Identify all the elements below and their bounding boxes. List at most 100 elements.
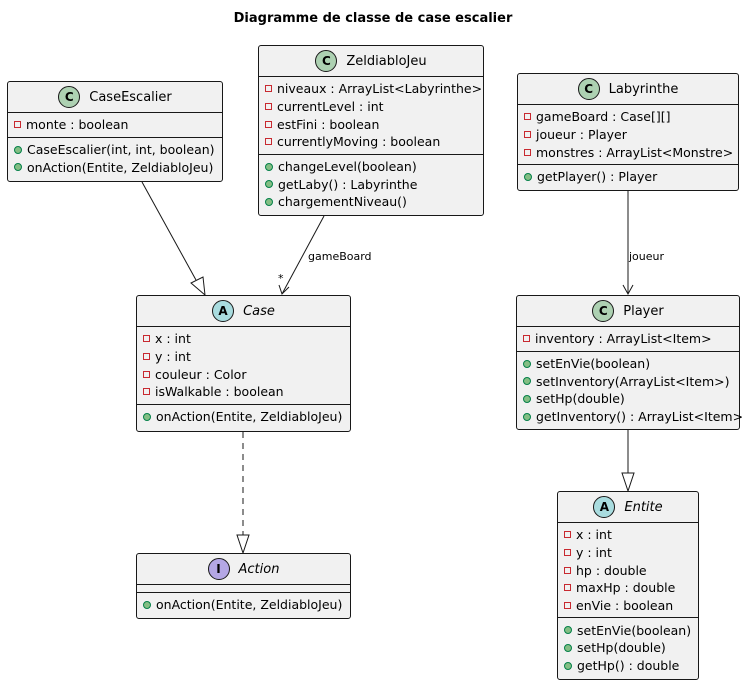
method-row: chargementNiveau() — [259, 193, 483, 211]
private-visibility-icon — [524, 148, 531, 156]
class-name: Case — [243, 303, 275, 319]
class-header: C Labyrinthe — [518, 74, 738, 105]
edge-zeldiablojeu-case — [278, 215, 325, 295]
inheritance-arrowhead — [190, 276, 206, 297]
methods-section: getPlayer() : Player — [518, 164, 738, 189]
method-row-text: setInventory(ArrayList<Item>) — [536, 373, 730, 389]
edge-caseescalier-case — [141, 181, 206, 297]
private-visibility-icon — [265, 120, 272, 128]
attribute-row: y : int — [137, 348, 350, 366]
inheritance-arrowhead — [621, 472, 635, 493]
public-visibility-icon — [523, 359, 531, 368]
method-row: setInventory(ArrayList<Item>) — [517, 372, 739, 390]
private-visibility-icon — [143, 370, 150, 378]
method-row: CaseEscalier(int, int, boolean) — [8, 141, 222, 159]
method-row: setHp(double) — [517, 390, 739, 408]
method-row: setEnVie(boolean) — [558, 621, 698, 639]
edge-player-entite — [621, 430, 635, 493]
attribute-row-text: enVie : boolean — [576, 598, 674, 614]
method-row-text: setHp(double) — [577, 640, 666, 656]
attribute-row: inventory : ArrayList<Item> — [517, 330, 739, 348]
attribute-row: couleur : Color — [137, 365, 350, 383]
public-visibility-icon — [265, 180, 273, 189]
private-visibility-icon — [564, 566, 571, 574]
method-row-text: getInventory() : ArrayList<Item> — [536, 409, 744, 425]
class-name: Labyrinthe — [608, 81, 679, 97]
attribute-row-text: currentLevel : int — [277, 99, 384, 115]
attribute-row: monstres : ArrayList<Monstre> — [518, 143, 738, 161]
private-visibility-icon — [564, 602, 571, 610]
attribute-row: currentlyMoving : boolean — [259, 133, 483, 151]
attribute-row-text: monstres : ArrayList<Monstre> — [536, 144, 734, 160]
method-row-text: setEnVie(boolean) — [577, 622, 692, 638]
methods-section: changeLevel(boolean)getLaby() : Labyrint… — [259, 153, 483, 214]
methods-section: setEnVie(boolean)setInventory(ArrayList<… — [517, 350, 743, 429]
private-visibility-icon — [14, 121, 21, 129]
method-row: getPlayer() : Player — [518, 168, 738, 186]
method-row-text: chargementNiveau() — [278, 194, 407, 210]
interface-badge-icon: I — [207, 558, 230, 580]
method-row: getInventory() : ArrayList<Item> — [517, 408, 743, 426]
attribute-row-text: monte : boolean — [26, 117, 129, 133]
method-row: setEnVie(boolean) — [517, 355, 739, 373]
method-row: getHp() : double — [558, 657, 698, 675]
public-visibility-icon — [523, 394, 531, 403]
method-row-text: getHp() : double — [577, 658, 680, 674]
attribute-row: hp : double — [558, 561, 698, 579]
private-visibility-icon — [143, 335, 150, 343]
class-labyrinthe[interactable]: C Labyrinthe gameBoard : Case[][]joueur : … — [517, 73, 739, 191]
private-visibility-icon — [564, 531, 571, 539]
method-row-text: changeLevel(boolean) — [278, 159, 417, 175]
public-visibility-icon — [564, 661, 572, 670]
method-row: onAction(Entite, ZeldiabloJeu) — [137, 408, 350, 426]
public-visibility-icon — [14, 145, 22, 154]
attribute-row-text: x : int — [155, 331, 191, 347]
class-badge-icon: C — [592, 300, 615, 322]
attributes-section: monte : boolean — [8, 113, 222, 137]
attribute-row-text: y : int — [576, 545, 612, 561]
method-row-text: setHp(double) — [536, 391, 625, 407]
methods-section: CaseEscalier(int, int, boolean)onAction(… — [8, 136, 222, 179]
method-row-text: CaseEscalier(int, int, boolean) — [27, 142, 215, 158]
attribute-row-text: estFini : boolean — [277, 116, 380, 132]
class-badge-icon: C — [577, 78, 600, 100]
methods-section: onAction(Entite, ZeldiabloJeu) — [137, 403, 350, 429]
attribute-row-text: joueur : Player — [536, 127, 627, 143]
class-name: Entite — [624, 499, 663, 515]
attribute-row: niveaux : ArrayList<Labyrinthe> — [259, 80, 483, 98]
edge-labyrinthe-player — [622, 191, 634, 296]
diagram-title: Diagramme de classe de case escalier — [233, 11, 513, 26]
class-name: ZeldiabloJeu — [346, 53, 427, 69]
realization-arrowhead — [236, 534, 250, 555]
public-visibility-icon — [265, 197, 273, 206]
attribute-row-text: currentlyMoving : boolean — [277, 134, 441, 150]
class-zeldiablojeu[interactable]: C ZeldiabloJeu niveaux : ArrayList<Labyrin… — [258, 45, 484, 216]
attribute-row: x : int — [137, 330, 350, 348]
class-badge-icon: C — [315, 50, 338, 72]
public-visibility-icon — [564, 643, 572, 652]
methods-section: onAction(Entite, ZeldiabloJeu) — [137, 592, 350, 617]
method-row-text: getLaby() : Labyrinthe — [278, 176, 418, 192]
attribute-row: isWalkable : boolean — [137, 383, 350, 401]
methods-section: setEnVie(boolean) setHp(double) getHp() : … — [558, 617, 698, 677]
method-row: onAction(Entite, ZeldiabloJeu) — [8, 158, 222, 176]
attribute-row-text: y : int — [155, 349, 191, 365]
method-row: setHp(double) — [558, 639, 698, 657]
private-visibility-icon — [143, 388, 150, 396]
edge-case-action — [236, 432, 250, 555]
edge-multiplicity: * — [278, 272, 284, 285]
edge-label-gameboard: gameBoard — [308, 250, 372, 263]
